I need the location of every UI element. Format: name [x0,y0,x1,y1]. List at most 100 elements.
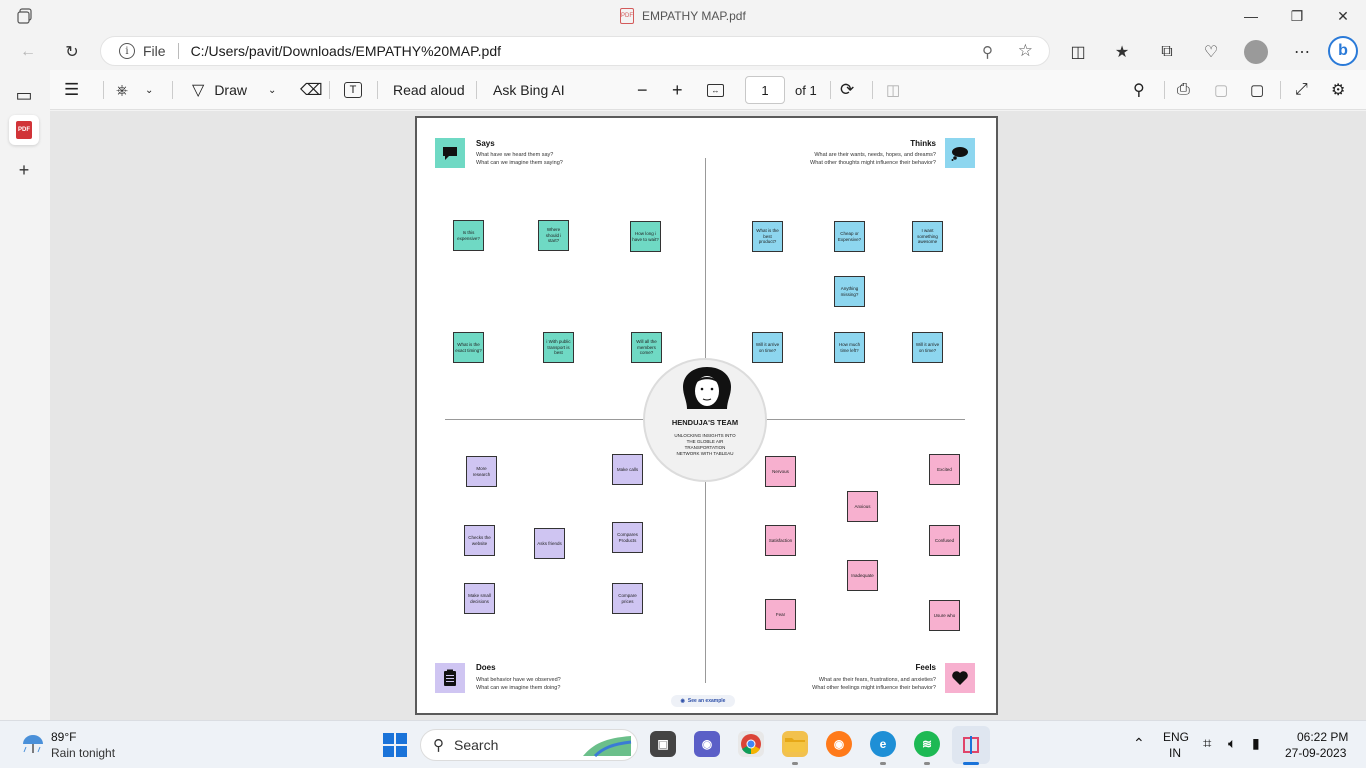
sticky-note: What is the best product? [752,221,783,252]
sticky-note: Usure who [929,600,960,631]
edge-icon[interactable]: e [870,731,896,757]
back-button[interactable]: ← [20,43,36,60]
browser-essentials-icon[interactable]: ♡ [1203,44,1219,61]
contents-icon[interactable]: ☰ [64,80,80,99]
sticky-note: Asks friends [534,528,565,559]
sticky-note: Satisfaction [765,525,796,556]
chrome-icon[interactable] [738,731,764,757]
firefox-icon[interactable]: ◉ [826,731,852,757]
bing-copilot-icon[interactable]: b [1328,36,1358,66]
collections-icon[interactable]: ⧉ [1161,43,1173,60]
taskbar-search[interactable]: ⚲ Search [420,729,638,761]
thinks-title: Thinks [910,139,936,148]
persona-face-icon [683,367,731,409]
sticky-note: What is the exact timing? [453,332,484,363]
more-options-icon[interactable]: ⋯ [1294,44,1310,61]
feels-line-2: What other feelings might influence thei… [812,685,936,691]
pdf-viewer[interactable]: Says What have we heard them say? What c… [50,111,1366,720]
fullscreen-icon[interactable]: ⤢ [1295,81,1308,98]
does-title: Does [476,663,496,672]
spotify-icon[interactable]: ≋ [914,731,940,757]
start-button[interactable] [383,733,407,757]
address-bar[interactable]: i File C:/Users/pavit/Downloads/EMPATHY%… [100,36,1050,66]
sticky-note: Will all the members come? [631,332,662,363]
search-icon: ⚲ [433,737,444,754]
pdf-file-icon: PDF [620,8,634,24]
clipboard-icon [435,663,465,693]
pdf-tab-icon: PDF [16,121,32,139]
draw-button[interactable]: ▽ Draw [192,78,247,102]
language-region[interactable]: IN [1169,746,1181,760]
profile-avatar[interactable] [1244,40,1268,64]
add-text-icon[interactable]: T [344,78,362,102]
title-bar: PDF EMPATHY MAP.pdf — ❐ ✕ [0,0,1366,32]
info-icon[interactable]: i [119,43,135,59]
ask-bing-button[interactable]: Ask Bing AI [493,82,565,98]
language-indicator[interactable]: ENG [1163,730,1190,744]
navigation-bar: ← ↻ i File C:/Users/pavit/Downloads/EMPA… [0,32,1366,70]
sticky-note: Is this expensive? [453,220,484,251]
rotate-icon[interactable]: ⟳ [840,80,855,99]
sticky-note: How long i have to wait? [630,221,661,252]
page-view-icon[interactable]: ◫ [886,82,901,99]
url-text[interactable]: C:/Users/pavit/Downloads/EMPATHY%20MAP.p… [190,43,502,59]
see-example-link[interactable]: ◉ See an example [671,695,735,707]
draw-dropdown-icon[interactable]: ⌄ [268,84,277,96]
search-highlight-icon [583,736,632,758]
snipping-tool-icon[interactable] [952,726,990,764]
heart-icon [945,663,975,693]
sticky-note: Confused [929,525,960,556]
thinks-line-2: What other thoughts might influence thei… [810,160,936,166]
file-explorer-icon[interactable] [782,731,808,757]
save-icon[interactable]: ▢ [1214,82,1229,99]
zoom-icon[interactable]: ⚲ [982,44,993,61]
new-tab-icon[interactable]: + [18,159,30,180]
sticky-note: Will it arrive on time? [752,332,783,363]
minimize-button[interactable]: — [1244,8,1258,24]
says-line-1: What have we heard them say? [476,152,554,158]
sticky-note: Anxious [847,491,878,522]
task-view-icon[interactable]: ▣ [650,731,676,757]
restore-button[interactable]: ❐ [1290,7,1304,24]
speech-bubble-icon [435,138,465,168]
favorite-star-icon[interactable]: ☆ [1017,41,1033,60]
save-as-icon[interactable]: ▢ [1250,82,1265,99]
find-icon[interactable]: ⚲ [1133,82,1145,99]
teams-chat-icon[interactable]: ◉ [694,731,720,757]
fit-to-width-icon[interactable]: ↔ [707,78,724,102]
file-label: File [143,43,166,59]
sticky-note: Where should i start? [538,220,569,251]
eraser-icon[interactable]: ⌫ [300,82,323,99]
close-window-button[interactable]: ✕ [1337,7,1349,24]
refresh-button[interactable]: ↻ [65,44,79,61]
highlight-dropdown-icon[interactable]: ⌄ [145,84,154,96]
tab-actions-icon[interactable]: ▭ [15,84,33,105]
sticky-note: I want something awesome [912,221,943,252]
weather-description[interactable]: Rain tonight [51,746,116,760]
clock-time[interactable]: 06:22 PM [1297,730,1349,744]
read-aloud-button[interactable]: Read aloud [393,82,465,98]
clock-date[interactable]: 27-09-2023 [1285,746,1347,760]
print-icon[interactable]: ⎙ [1177,81,1190,98]
feels-title: Feels [915,663,936,672]
wifi-icon[interactable]: ⌗ [1203,735,1212,752]
zoom-out-icon[interactable]: − [637,79,648,100]
zoom-in-icon[interactable]: + [672,79,683,100]
sticky-note: Cheap or Expensive? [834,221,865,252]
tab-empathy-map[interactable]: PDF [9,115,39,145]
show-hidden-icons-icon[interactable]: ⌃ [1133,735,1145,751]
settings-gear-icon[interactable]: ⚙ [1331,82,1346,99]
favorites-icon[interactable]: ★ [1114,44,1130,61]
battery-icon[interactable]: ▮ [1252,735,1260,751]
sticky-note: Anything missing? [834,276,865,307]
volume-icon[interactable]: 🔈︎ [1228,735,1237,751]
sticky-note: Make small decisions [464,583,495,614]
split-screen-icon[interactable]: ◫ [1070,44,1086,61]
highlight-icon[interactable]: ⎈ [116,81,129,99]
weather-temperature[interactable]: 89°F [51,730,77,744]
sticky-note: More research [466,456,497,487]
page-number-input[interactable]: 1 [745,76,785,104]
rain-umbrella-icon[interactable] [20,731,46,757]
sticky-note: How much time left? [834,332,865,363]
workspaces-icon[interactable] [17,8,33,24]
